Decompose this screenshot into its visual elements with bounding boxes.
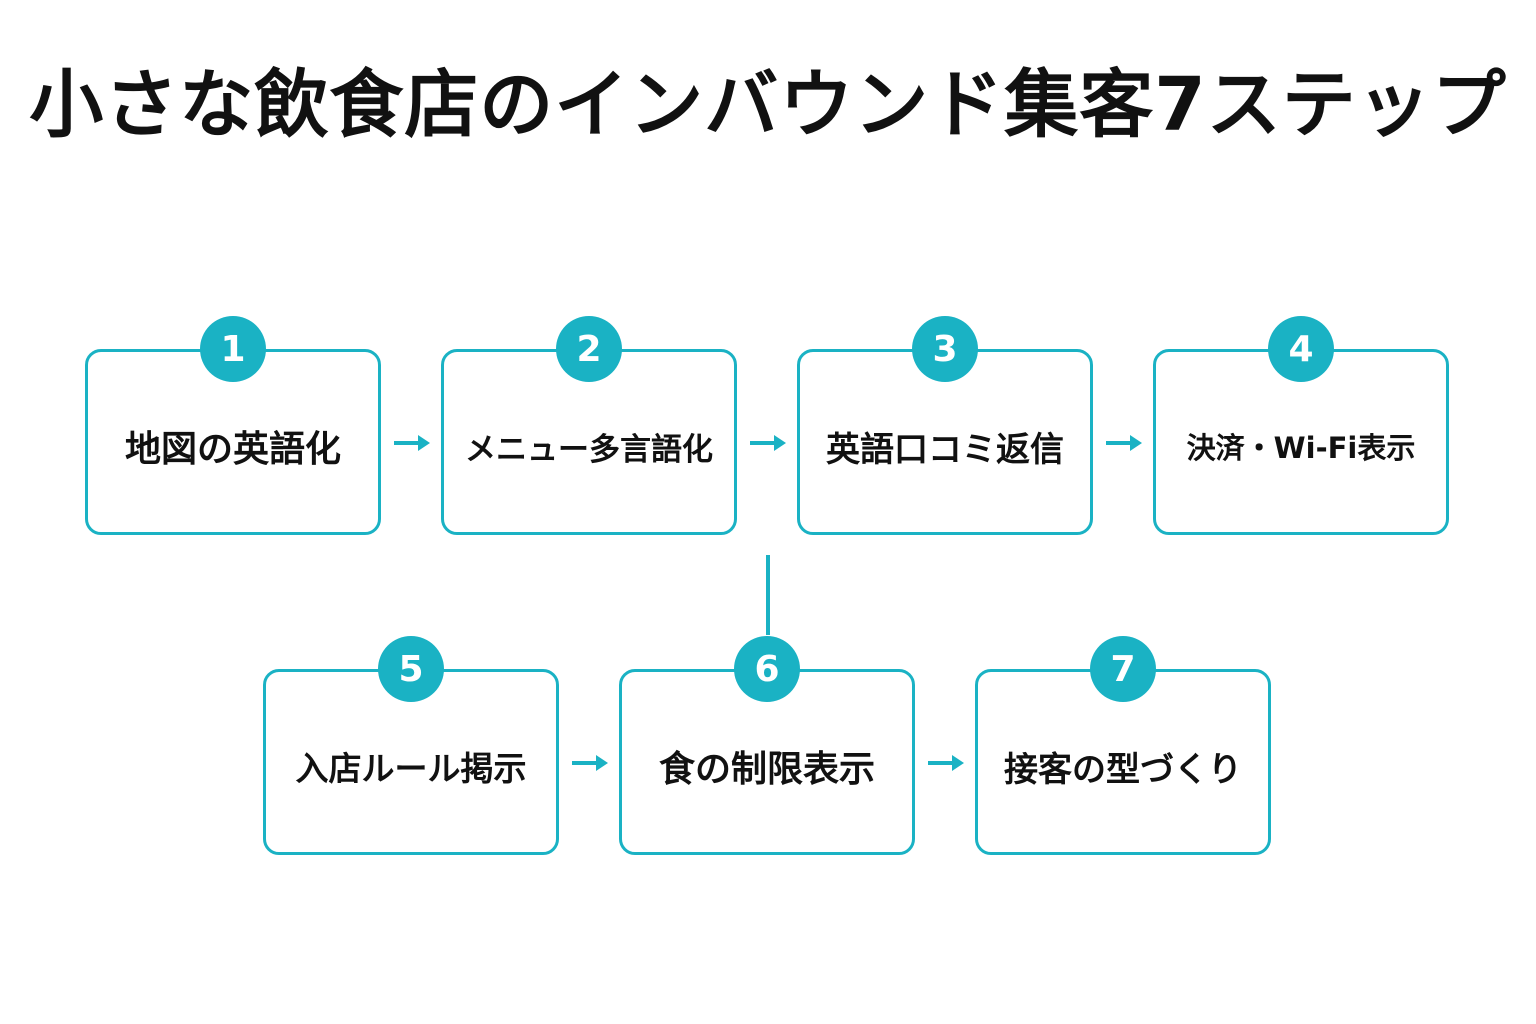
arrow-right-icon	[394, 435, 430, 451]
step-number-badge-2: 2	[556, 316, 622, 382]
step-label: 食の制限表示	[658, 749, 875, 790]
step-number-badge-3: 3	[912, 316, 978, 382]
step-label: 接客の型づくり	[1004, 749, 1242, 790]
step-number-badge-4: 4	[1268, 316, 1334, 382]
step-number-badge-5: 5	[378, 636, 444, 702]
step-label: 入店ルール掲示	[295, 749, 527, 788]
arrow-right-icon	[750, 435, 786, 451]
step-number-badge-7: 7	[1090, 636, 1156, 702]
step-box-3: 英語口コミ返信	[797, 349, 1093, 535]
arrow-right-icon	[572, 755, 608, 771]
step-number-badge-1: 1	[200, 316, 266, 382]
arrow-right-icon	[1106, 435, 1142, 451]
step-label: 地図の英語化	[124, 429, 341, 470]
diagram-title: 小さな飲食店のインバウンド集客7ステップ	[29, 62, 1507, 148]
arrow-right-icon	[928, 755, 964, 771]
step-label: 決済・Wi-Fi表示	[1186, 431, 1416, 465]
step-label: 英語口コミ返信	[826, 429, 1064, 470]
step-label: メニュー多言語化	[465, 431, 713, 468]
row-connector-line	[766, 555, 770, 635]
step-number-badge-6: 6	[734, 636, 800, 702]
